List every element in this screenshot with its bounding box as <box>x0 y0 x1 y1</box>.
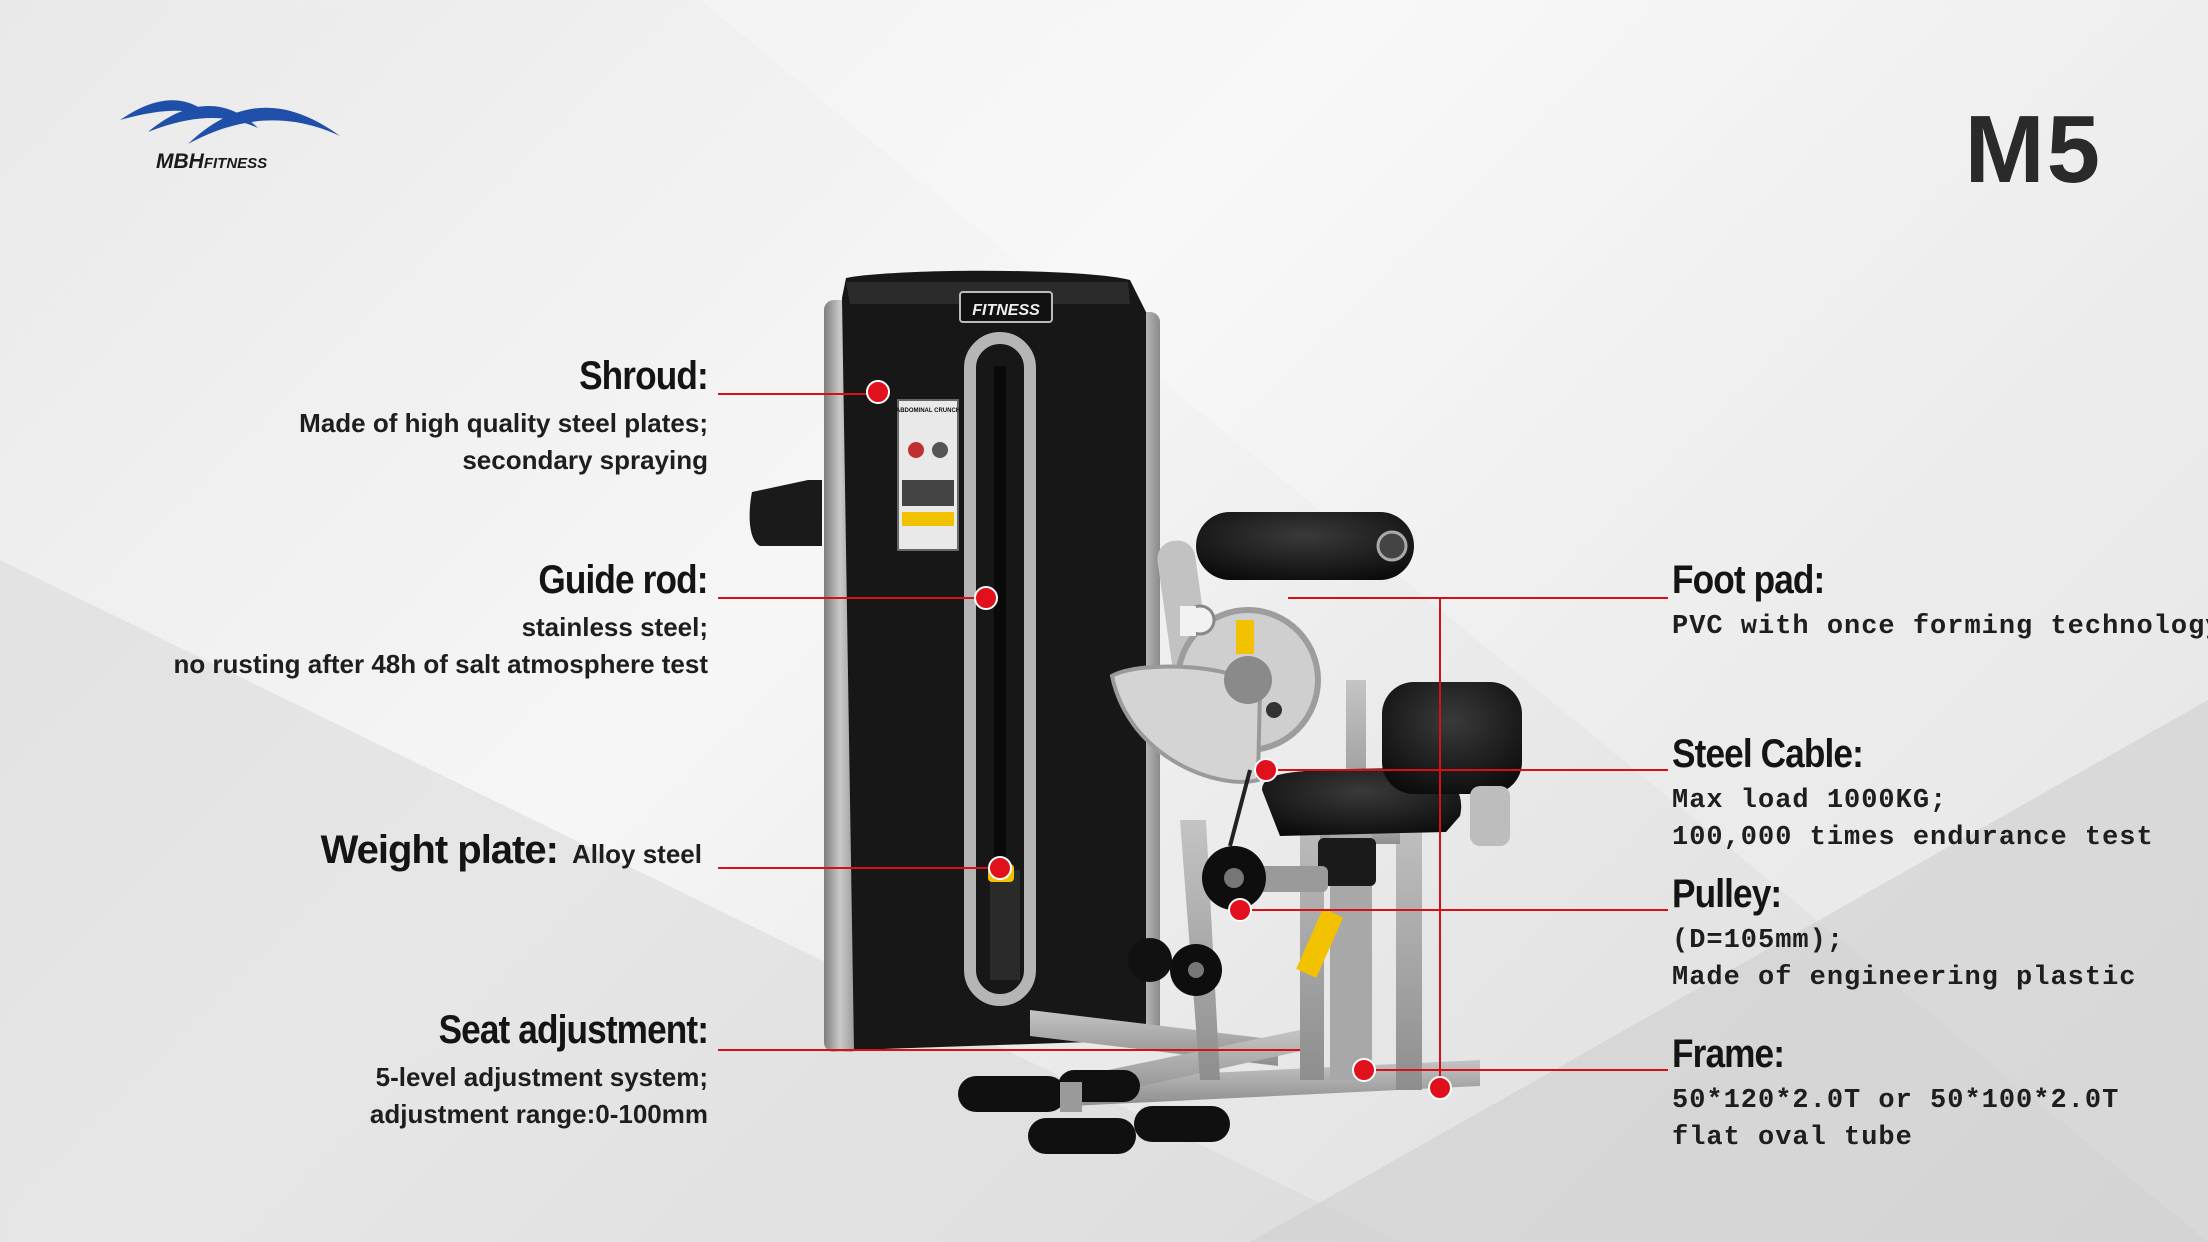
feature-line: (D=105mm); <box>1672 926 1845 956</box>
feature-pulley: Pulley: (D=105mm); Made of engineering p… <box>1672 872 2136 997</box>
feature-line: 100,000 times endurance test <box>1672 823 2154 853</box>
feature-title: Foot pad: <box>1672 558 1825 602</box>
feature-line: 50*120*2.0T or 50*100*2.0T <box>1672 1086 2120 1116</box>
feature-title: Steel Cable: <box>1672 732 1864 776</box>
feature-title: Guide rod: <box>538 558 709 602</box>
callout-pins <box>866 380 1452 1100</box>
feature-weight-plate: Weight plate: Alloy steel <box>321 828 702 873</box>
pulleys <box>1128 702 1282 996</box>
feature-line: 5-level adjustment system; <box>375 1062 708 1092</box>
feature-foot-pad: Foot pad: PVC with once forming technolo… <box>1672 558 2208 646</box>
feature-seat-adjustment: Seat adjustment: 5-level adjustment syst… <box>369 1008 709 1133</box>
feature-line: flat oval tube <box>1672 1123 1913 1153</box>
feature-line: secondary spraying <box>462 445 708 475</box>
brand-wordmark: MBHFITNESS <box>156 150 267 174</box>
feature-line: Made of high quality steel plates; <box>299 408 708 438</box>
feature-frame: Frame: 50*120*2.0T or 50*100*2.0T flat o… <box>1672 1032 2119 1157</box>
brand-name: MBH <box>156 150 204 173</box>
foot-rollers <box>958 1070 1230 1154</box>
feature-steel-cable: Steel Cable: Max load 1000KG; 100,000 ti… <box>1672 732 2154 857</box>
feature-line: no rusting after 48h of salt atmosphere … <box>173 649 708 679</box>
feature-line: Max load 1000KG; <box>1672 786 1948 816</box>
feature-shroud: Shroud: Made of high quality steel plate… <box>299 354 709 479</box>
feature-title: Frame: <box>1672 1032 1785 1076</box>
feature-title: Pulley: <box>1672 872 1782 916</box>
shroud-decal: FITNESS <box>972 302 1040 319</box>
leader-lines <box>718 393 1668 1088</box>
feature-guide-rod: Guide rod: stainless steel; no rusting a… <box>173 558 708 683</box>
brand-suffix: FITNESS <box>203 155 268 172</box>
feature-line: Made of engineering plastic <box>1672 963 2137 993</box>
feature-title: Weight plate: <box>320 828 559 872</box>
brand-logo-icon <box>120 100 340 144</box>
feature-line: PVC with once forming technology <box>1672 612 2208 642</box>
seat-assembly <box>1248 682 1522 1080</box>
feature-title: Shroud: <box>579 354 709 398</box>
feature-inline-value: Alloy steel <box>571 839 702 869</box>
weight-stack-tower: FITNESS ABDOMINAL CRUNCH <box>749 270 1160 1052</box>
crunch-arm <box>1109 512 1414 784</box>
model-code: M5 <box>1964 96 2102 203</box>
feature-line: stainless steel; <box>521 612 708 642</box>
feature-title: Seat adjustment: <box>438 1008 708 1052</box>
feature-line: adjustment range:0-100mm <box>369 1099 708 1129</box>
placard-title: ABDOMINAL CRUNCH <box>896 408 960 414</box>
